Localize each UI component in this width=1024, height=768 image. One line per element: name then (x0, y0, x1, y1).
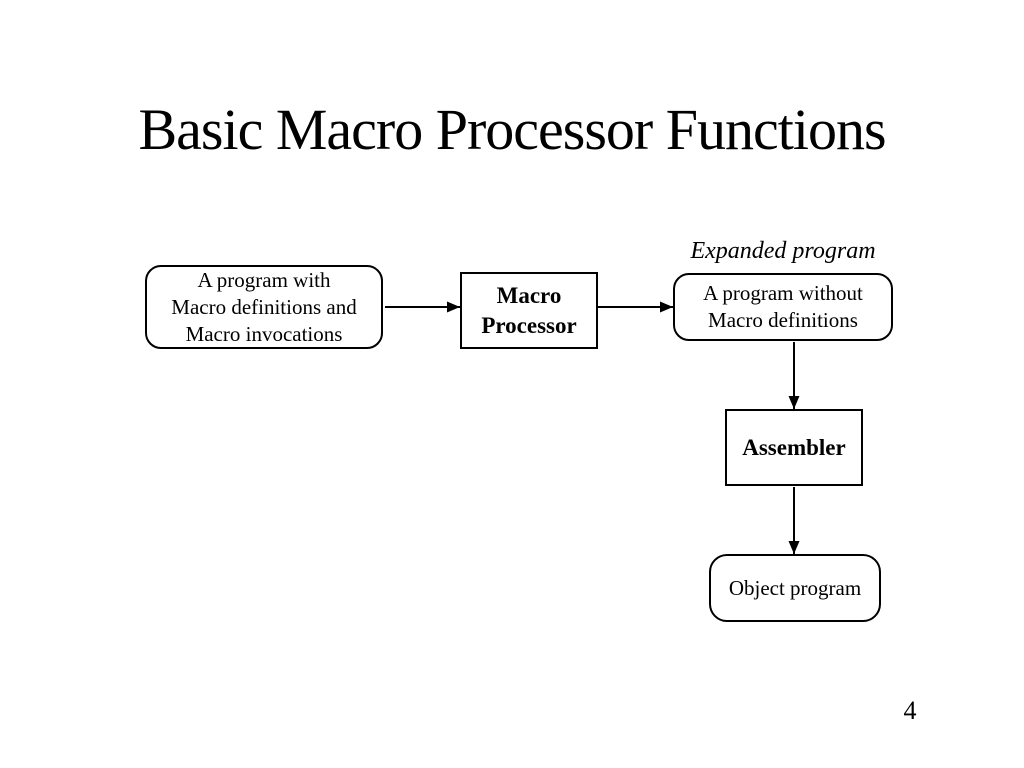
expanded-program-caption: Expanded program (690, 238, 876, 264)
source-program-line-1: A program with (197, 267, 331, 292)
source-program-line-3: Macro invocations (185, 321, 343, 346)
assembler-box: Assembler (725, 409, 863, 486)
source-program-line-2: Macro definitions and (171, 294, 357, 319)
source-program-box: A program with Macro definitions and Mac… (145, 265, 383, 349)
macro-processor-box: Macro Processor (460, 272, 598, 349)
slide-title: Basic Macro Processor Functions (138, 97, 886, 162)
object-program-label: Object program (728, 575, 862, 600)
expanded-program-box: A program without Macro definitions (673, 273, 893, 341)
assembler-label: Assembler (742, 434, 846, 460)
expanded-program-line-2: Macro definitions (708, 308, 858, 332)
macro-processor-line-2: Processor (481, 312, 577, 338)
object-program-box: Object program (709, 554, 881, 622)
macro-processor-line-1: Macro (496, 282, 562, 308)
slide-page-number: 4 (903, 696, 917, 725)
expanded-program-line-1: A program without (703, 281, 863, 305)
